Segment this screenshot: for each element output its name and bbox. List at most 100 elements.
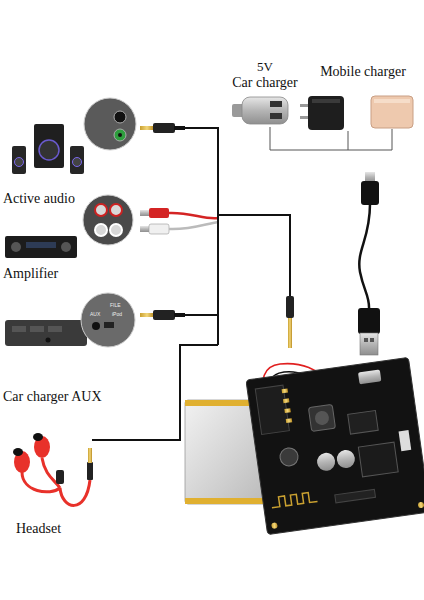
rca-jack-inset-part xyxy=(95,224,107,236)
wall-plug-icon xyxy=(300,96,344,130)
car-charger-icon-part xyxy=(270,113,282,119)
speaker-jack-inset xyxy=(84,98,136,150)
wall-plug-icon-part xyxy=(300,116,309,119)
rca-cable-part xyxy=(149,224,169,234)
car-head-unit-part xyxy=(12,326,26,332)
bluetooth-board-part xyxy=(246,357,424,534)
power-bank-icon xyxy=(371,96,413,128)
speaker-set-part xyxy=(12,146,26,174)
device-label: Car charger AUX xyxy=(3,389,153,405)
bluetooth-board-part xyxy=(358,442,398,477)
amplifier-unit-part xyxy=(26,242,56,248)
rca-cable-part xyxy=(140,210,150,216)
bluetooth-board-part xyxy=(283,398,289,403)
speaker-jack-inset-part xyxy=(114,111,126,123)
rca-jack-inset xyxy=(83,195,133,245)
headset-earbuds-part xyxy=(33,433,43,441)
device-label: Mobile charger xyxy=(304,64,422,80)
audio-wire-bus-part xyxy=(185,128,218,345)
bluetooth-board-part xyxy=(335,489,376,502)
usb-cable xyxy=(358,172,380,355)
car-charger-icon-part xyxy=(242,97,288,124)
charger-bracket-part xyxy=(348,131,349,150)
bluetooth-board-part xyxy=(418,502,424,509)
usb-cable-part xyxy=(360,333,378,355)
panel-marking: AUX xyxy=(90,312,100,317)
headset-earbuds-part xyxy=(56,470,64,484)
lipo-battery-part xyxy=(185,498,271,504)
bluetooth-board-part xyxy=(286,418,292,423)
bluetooth-board-part xyxy=(336,449,356,469)
car-charger-icon-part xyxy=(270,101,282,107)
usb-cable-part xyxy=(365,172,375,182)
usb-cable-part xyxy=(359,204,370,310)
bluetooth-board-part xyxy=(316,452,336,472)
rca-jack-inset-part xyxy=(110,204,122,216)
charger-bracket-part xyxy=(270,127,392,150)
audio-plug-part xyxy=(153,123,175,133)
car-head-unit-part xyxy=(5,320,87,346)
bluetooth-board-part xyxy=(358,369,381,384)
amplifier-unit-part xyxy=(5,236,77,258)
usb-cable-part xyxy=(361,181,379,205)
audio-plug-part xyxy=(140,126,154,130)
headset-earbuds xyxy=(13,433,93,505)
bluetooth-board xyxy=(246,357,424,534)
bluetooth-board-part xyxy=(271,522,278,529)
amplifier-unit-part xyxy=(11,242,21,252)
device-label: Headset xyxy=(16,521,106,537)
wall-plug-icon-part xyxy=(308,96,344,130)
bluetooth-board-part xyxy=(271,491,318,507)
usb-cable-part xyxy=(364,338,368,342)
speaker-set xyxy=(12,124,84,174)
aux-plug xyxy=(140,310,185,320)
speaker-set-part xyxy=(34,124,64,168)
device-label: Active audio xyxy=(3,191,123,207)
power-bank-icon-part xyxy=(371,96,413,128)
rca-jack-inset-part xyxy=(95,204,107,216)
bluetooth-board-part xyxy=(399,430,412,451)
headset-earbuds-part xyxy=(13,448,23,456)
rca-cable xyxy=(140,208,218,234)
board-audio-plug xyxy=(286,296,294,348)
speaker-set-part xyxy=(73,158,82,167)
aux-panel-inset xyxy=(81,293,135,347)
board-audio-plug-part xyxy=(288,318,292,348)
aux-plug-part xyxy=(174,313,185,317)
headset-earbuds-part xyxy=(60,480,90,505)
audio-wire-bus-part xyxy=(218,215,290,296)
car-head-unit-part xyxy=(46,338,51,343)
rca-cable-part xyxy=(149,208,169,218)
panel-marking: iPod xyxy=(112,312,122,317)
headset-earbuds-part xyxy=(88,448,92,463)
speaker-set-part xyxy=(15,158,24,167)
board-audio-plug-part xyxy=(286,296,294,318)
rca-cable-part xyxy=(140,226,150,232)
panel-marking: FILE xyxy=(110,303,121,308)
audio-plug xyxy=(140,123,185,133)
wall-plug-icon-part xyxy=(300,104,309,107)
bluetooth-board-part xyxy=(284,408,290,413)
aux-panel-inset-part xyxy=(92,322,100,330)
rca-cable-part xyxy=(169,222,218,229)
device-caption: Car charger AUX xyxy=(3,389,153,405)
amplifier-unit-part xyxy=(61,242,71,252)
wall-plug-icon-part xyxy=(312,99,340,103)
device-label: Amplifier xyxy=(3,266,113,282)
bluetooth-board-part xyxy=(314,410,330,426)
aux-plug-part xyxy=(153,310,175,320)
headset-earbuds-part xyxy=(87,462,93,480)
device-caption: Amplifier xyxy=(3,266,113,282)
amplifier-unit xyxy=(5,236,77,258)
device-label: 5VCar charger xyxy=(226,60,304,91)
aux-panel-inset-part xyxy=(81,293,135,347)
bluetooth-board-part xyxy=(282,388,288,393)
audio-wire-bus-part xyxy=(185,314,218,316)
speaker-set-part xyxy=(70,146,84,174)
aux-panel-inset-part xyxy=(104,322,114,328)
usb-cable-part xyxy=(370,338,374,342)
power-bank-icon-part xyxy=(374,99,410,103)
